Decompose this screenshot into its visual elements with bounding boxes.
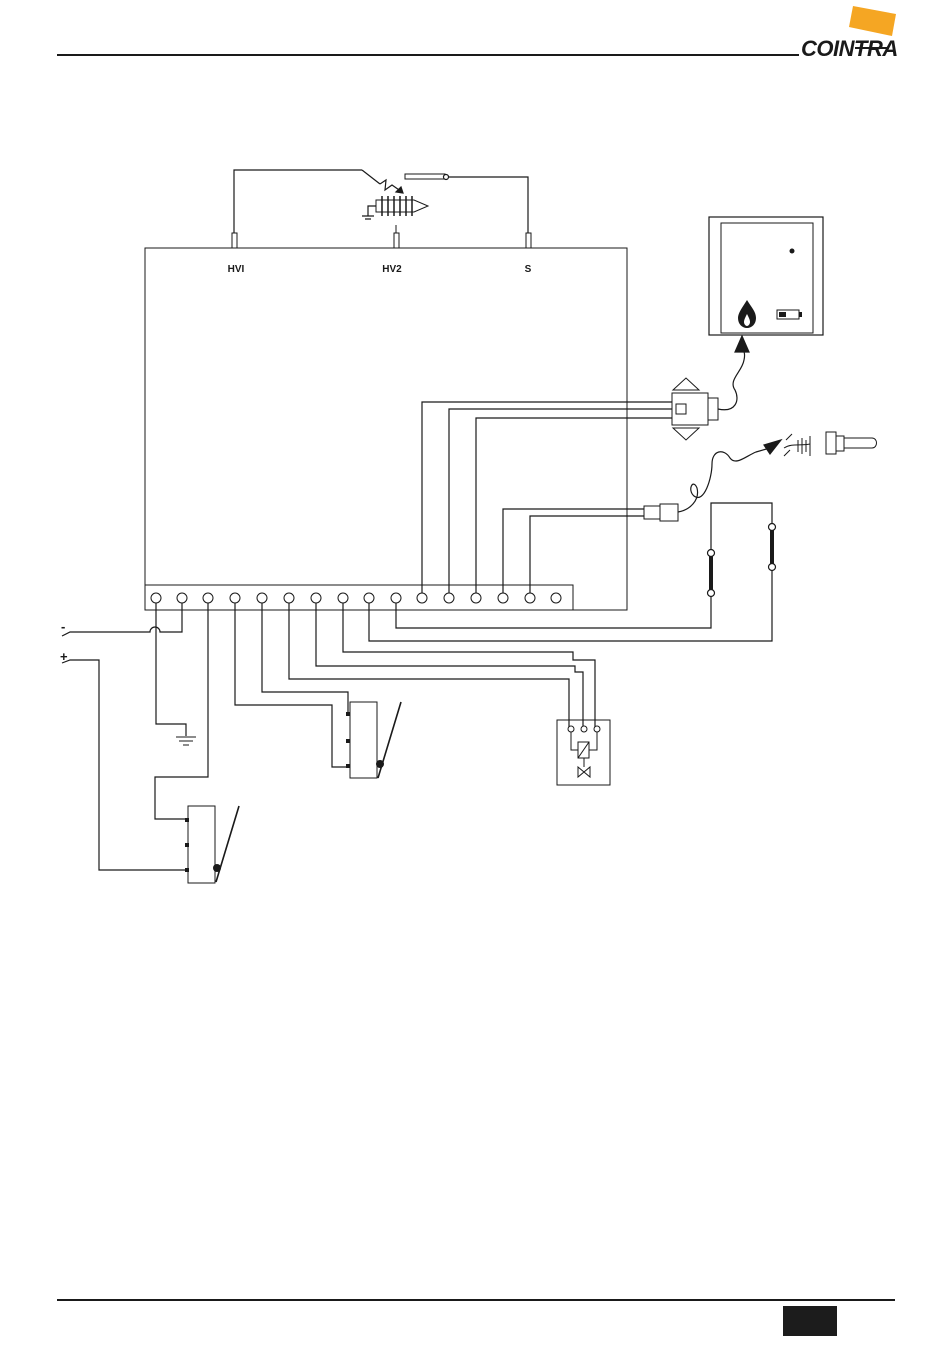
flame-icon xyxy=(738,300,756,328)
micro-switch xyxy=(346,702,401,778)
top-pins xyxy=(232,233,531,248)
ground-icon xyxy=(176,737,196,745)
connector-icon xyxy=(672,378,718,440)
gas-valve-icon xyxy=(557,720,610,785)
terminal-strip xyxy=(145,585,573,610)
terminal-strip-holes xyxy=(151,593,561,603)
supply-negative-label: - xyxy=(61,619,65,634)
probe-plug xyxy=(644,504,678,521)
terminal-label-sense: S xyxy=(525,264,532,275)
spark-electrode-icon xyxy=(362,170,449,219)
limit-thermostat-2 xyxy=(769,524,776,571)
temperature-probe-icon xyxy=(784,432,877,456)
limit-thermostat-1 xyxy=(708,550,715,597)
main-switch xyxy=(185,806,239,883)
brand-logo: COINTRA xyxy=(801,6,898,61)
terminal-label-hv1: HVI xyxy=(228,264,245,275)
terminal-label-hv2: HV2 xyxy=(382,264,402,275)
display-panel xyxy=(709,217,823,335)
control-board xyxy=(145,248,627,610)
display-arrow xyxy=(735,336,749,352)
status-led xyxy=(790,249,795,254)
battery-icon xyxy=(777,310,802,319)
